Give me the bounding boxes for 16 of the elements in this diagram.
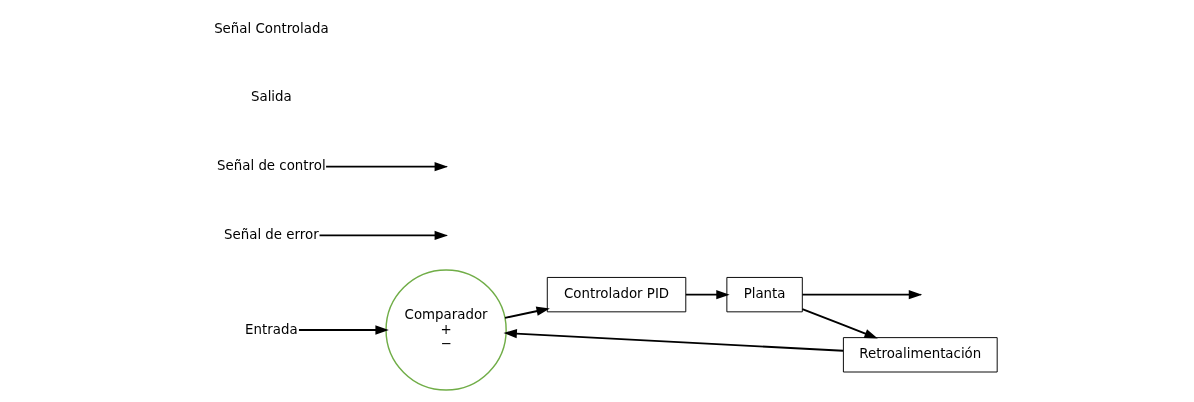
- node-circle: Comparador + −: [384, 269, 507, 391]
- node-text: Señal de control: [216, 158, 326, 174]
- node-box: Controlador PID: [546, 276, 686, 313]
- node-box: Retroalimentación: [842, 337, 998, 373]
- node-text: Entrada: [244, 321, 298, 337]
- arrow: [503, 306, 550, 319]
- label: Señal Controlada: [213, 20, 329, 36]
- arrow: [800, 289, 922, 300]
- arrow: [503, 328, 844, 352]
- label: Salida: [250, 89, 292, 105]
- node-box: Planta: [725, 276, 803, 313]
- arrow: [324, 161, 448, 172]
- arrow: [684, 289, 730, 300]
- arrow: [800, 308, 878, 339]
- arrow: [297, 325, 389, 335]
- node-text: Señal de error: [223, 226, 319, 242]
